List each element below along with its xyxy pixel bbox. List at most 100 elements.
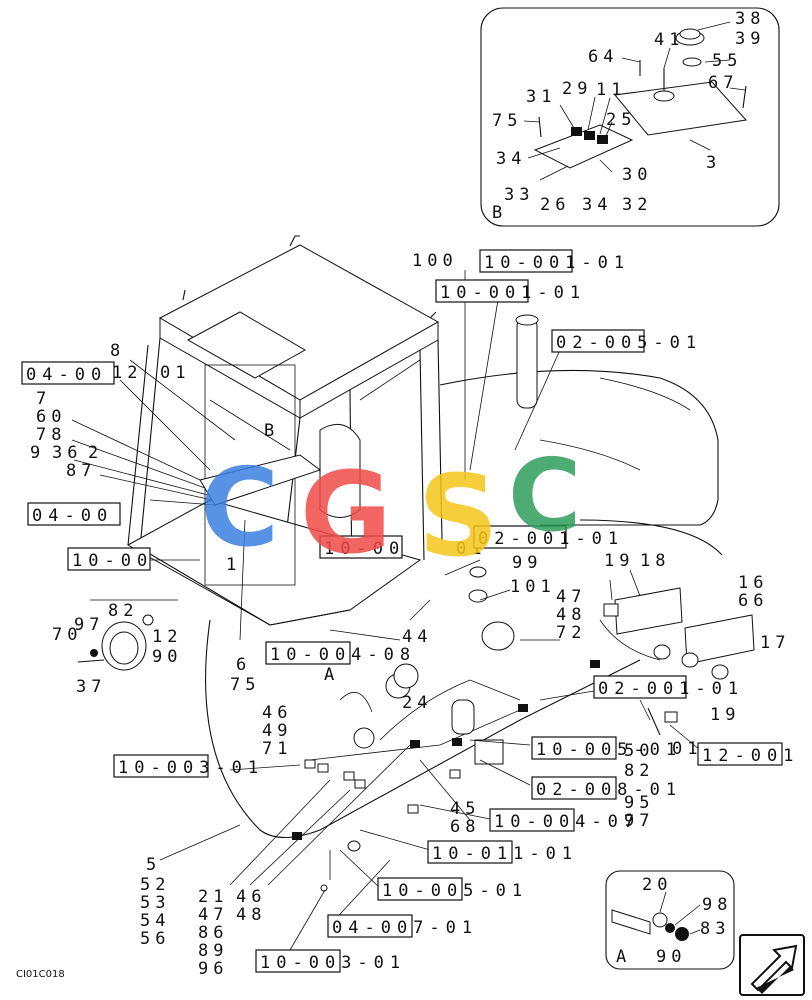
detail-b-label-25: 25 — [606, 110, 636, 130]
ref-box-16[interactable]: 10-011-01 — [427, 840, 578, 864]
callout-68: 68 — [450, 817, 480, 837]
ref-box-18[interactable]: 04-007-01 — [327, 914, 478, 938]
callout-A: A — [324, 665, 339, 685]
ref-box-3[interactable]: 02-005-01 — [551, 329, 702, 353]
ref-box-11-text: 10-005-01 — [536, 740, 682, 760]
ref-box-15-text: 10-004-07 — [494, 812, 640, 832]
detail-a-label-98: 98 — [702, 895, 732, 915]
ref-box-7[interactable]: 10-00 — [319, 535, 405, 559]
callout-101: 101 — [510, 577, 556, 597]
ref-box-15[interactable]: 10-004-07 — [489, 808, 640, 832]
ref-box-17-text: 10-005-01 — [382, 881, 528, 901]
detail-b-label-31: 31 — [526, 87, 556, 107]
ref-box-12-text: 12-001 — [702, 746, 799, 766]
ref-box-19-text: 10-003-01 — [260, 953, 406, 973]
callout-86: 86 — [198, 923, 228, 943]
detail-b-label-34: 34 — [496, 149, 526, 169]
ref-box-16-text: 10-011-01 — [432, 844, 578, 864]
reference-boxes: 10-001-01 10-001-01 02-005-01 04-00 04-0… — [21, 249, 799, 973]
ref-box-14[interactable]: 02-008-01 — [531, 776, 682, 800]
ref-box-7-text: 10-00 — [324, 539, 405, 559]
callout-48: 48 — [556, 605, 586, 625]
ref-box-8-text: 02-001-01 — [478, 529, 624, 549]
ref-box-14-text: 02-008-01 — [536, 780, 682, 800]
callout-8: 8 — [110, 341, 125, 361]
callout-89: 89 — [198, 941, 228, 961]
callout-49: 49 — [262, 721, 292, 741]
callout-46b: 46 — [236, 887, 266, 907]
detail-b-label-41: 41 — [654, 30, 684, 50]
detail-b-label-32: 32 — [622, 195, 652, 215]
callout-12: 12 — [112, 363, 142, 383]
ref-box-6[interactable]: 10-00 — [67, 547, 153, 571]
cab-drawing — [126, 235, 723, 626]
detail-b-label-34b: 34 — [582, 195, 612, 215]
ref-box-9[interactable]: 02-001-01 — [593, 675, 744, 699]
ref-box-2-text: 10-001-01 — [440, 283, 586, 303]
callout-01c: 01 — [672, 739, 702, 759]
callout-97b: 97 — [624, 811, 654, 831]
callout-1: 1 — [226, 555, 241, 575]
ref-box-17[interactable]: 10-005-01 — [377, 877, 528, 901]
callout-B: B — [264, 421, 279, 441]
ref-box-4[interactable]: 04-00 — [21, 361, 115, 385]
callout-72: 72 — [556, 623, 586, 643]
diagram-code: CI01C018 — [16, 969, 65, 980]
ref-box-1[interactable]: 10-001-01 — [479, 249, 630, 273]
callout-36: 36 — [52, 443, 82, 463]
callout-87: 87 — [66, 461, 96, 481]
ref-box-12[interactable]: 12-001 — [697, 742, 799, 766]
callout-97: 97 — [74, 615, 104, 635]
detail-a-label-83: 83 — [700, 919, 730, 939]
detail-b-label-11: 11 — [596, 80, 626, 100]
callout-18: 18 — [640, 551, 670, 571]
ref-box-13[interactable]: 10-003-01 — [113, 754, 264, 778]
callout-37: 37 — [76, 677, 106, 697]
callout-82b: 82 — [624, 761, 654, 781]
callout-99: 99 — [512, 553, 542, 573]
callout-19a: 19 — [604, 551, 634, 571]
ref-box-4-text: 04-00 — [26, 365, 107, 385]
callout-6: 6 — [236, 655, 251, 675]
callout-44: 44 — [402, 627, 432, 647]
callout-21: 21 — [198, 887, 228, 907]
detail-a-letter: A — [616, 947, 631, 967]
ref-box-2[interactable]: 10-001-01 — [435, 279, 586, 303]
detail-b-label-30: 30 — [622, 165, 652, 185]
ref-box-10[interactable]: 10-004-08 — [265, 641, 416, 665]
ref-box-13-text: 10-003-01 — [118, 758, 264, 778]
callout-17: 17 — [760, 633, 790, 653]
cgsc-watermark-logo: C G S C — [200, 437, 581, 582]
detail-b-label-38: 38 — [735, 9, 765, 29]
callout-66: 66 — [738, 591, 768, 611]
callout-5: 5 — [146, 855, 161, 875]
detail-b-label-29: 29 — [562, 79, 592, 99]
detail-b-label-39: 39 — [735, 29, 765, 49]
detail-a-label-20: 20 — [642, 875, 672, 895]
callout-96: 96 — [198, 959, 228, 979]
ref-box-8[interactable]: 02-001-01 — [473, 525, 624, 549]
callout-9: 9 — [30, 443, 45, 463]
callout-100: 100 — [412, 251, 458, 271]
logo-letter-s: S — [418, 452, 499, 582]
callout-71: 71 — [262, 739, 292, 759]
callout-16: 16 — [738, 573, 768, 593]
logo-letter-g: G — [300, 449, 392, 579]
detail-b-label-55: 55 — [712, 51, 742, 71]
detail-b-letter: B — [492, 203, 507, 223]
callout-75: 75 — [230, 675, 260, 695]
next-page-arrow-button[interactable] — [739, 934, 805, 996]
ref-box-11[interactable]: 10-005-01 — [531, 736, 682, 760]
ref-box-5[interactable]: 04-00 — [27, 502, 121, 526]
callout-90: 90 — [152, 647, 182, 667]
callout-2: 2 — [88, 443, 103, 463]
callout-01a: 01 — [160, 363, 190, 383]
leader-lines — [71, 270, 701, 951]
ref-box-3-text: 02-005-01 — [556, 333, 702, 353]
callout-54: 54 — [140, 911, 170, 931]
horn-assembly — [77, 599, 178, 671]
ref-box-19[interactable]: 10-003-01 — [255, 949, 406, 973]
callout-45: 45 — [450, 799, 480, 819]
callout-56: 56 — [140, 929, 170, 949]
